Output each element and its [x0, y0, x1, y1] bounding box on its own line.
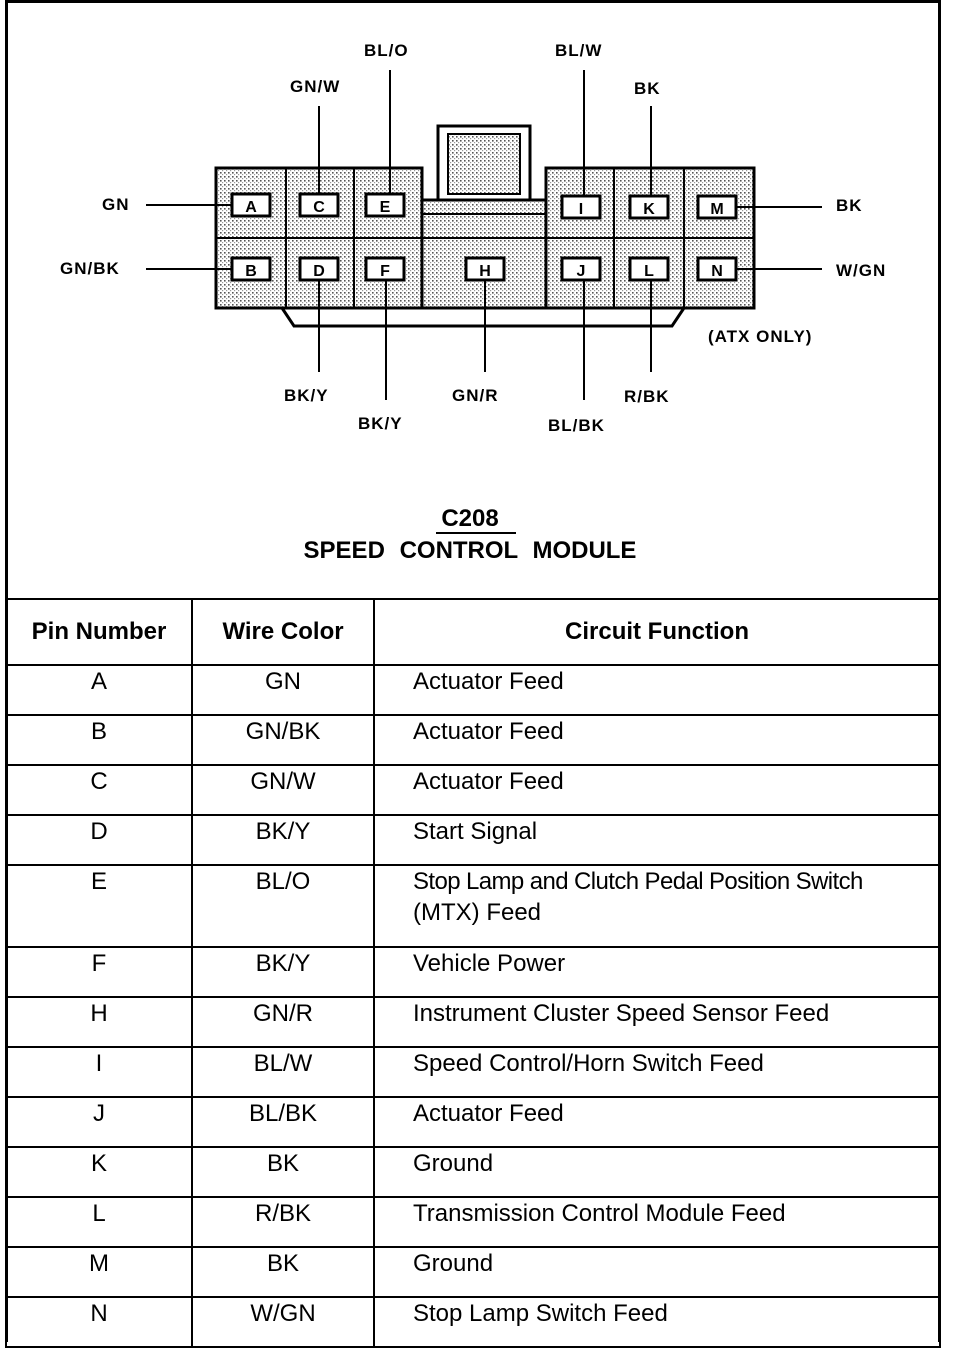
table-row: A GN Actuator Feed — [5, 664, 941, 716]
function-cell: Stop Lamp and Clutch Pedal Position Swit… — [373, 864, 941, 948]
pin-function-table: Pin Number Wire Color Circuit Function A… — [5, 598, 941, 1348]
pin-label-e: E — [380, 199, 391, 216]
pin-label-d: D — [313, 263, 325, 280]
color-cell: BK — [191, 1246, 375, 1298]
pin-cell: H — [5, 996, 193, 1048]
wire-label-b: GN/BK — [60, 259, 120, 278]
table-header-row: Pin Number Wire Color Circuit Function — [5, 598, 941, 666]
table-row: D BK/Y Start Signal — [5, 814, 941, 866]
function-cell: Actuator Feed — [373, 664, 941, 716]
table-row: N W/GN Stop Lamp Switch Feed — [5, 1296, 941, 1348]
header-wire-color: Wire Color — [191, 598, 375, 666]
header-circuit-function: Circuit Function — [373, 598, 941, 666]
wire-label-d: BK/Y — [284, 386, 329, 405]
table-row: M BK Ground — [5, 1246, 941, 1298]
pin-cell: N — [5, 1296, 193, 1348]
function-cell: Transmission Control Module Feed — [373, 1196, 941, 1248]
color-cell: BK/Y — [191, 946, 375, 998]
wire-label-h: GN/R — [452, 386, 499, 405]
pin-cell: D — [5, 814, 193, 866]
wire-label-k: BK — [634, 79, 661, 98]
table-row: I BL/W Speed Control/Horn Switch Feed — [5, 1046, 941, 1098]
pin-label-l: L — [644, 263, 654, 280]
color-cell: BK — [191, 1146, 375, 1198]
color-cell: GN/W — [191, 764, 375, 816]
wire-label-f: BK/Y — [358, 414, 403, 433]
pin-cell: F — [5, 946, 193, 998]
color-cell: W/GN — [191, 1296, 375, 1348]
table-row: C GN/W Actuator Feed — [5, 764, 941, 816]
color-cell: GN/BK — [191, 714, 375, 766]
wire-label-n: W/GN — [836, 261, 886, 280]
function-line-1: Stop Lamp and Clutch Pedal Position Swit… — [413, 868, 863, 895]
pin-label-h: H — [479, 263, 491, 280]
function-cell: Ground — [373, 1246, 941, 1298]
pin-cell: E — [5, 864, 193, 948]
function-cell: Actuator Feed — [373, 1096, 941, 1148]
pin-cell: K — [5, 1146, 193, 1198]
wire-label-i: BL/W — [555, 41, 602, 60]
pin-cell: L — [5, 1196, 193, 1248]
function-cell: Speed Control/Horn Switch Feed — [373, 1046, 941, 1098]
pin-cell: C — [5, 764, 193, 816]
wire-label-j: BL/BK — [548, 416, 605, 435]
pin-cell: B — [5, 714, 193, 766]
color-cell: BL/BK — [191, 1096, 375, 1148]
pin-label-i: I — [579, 201, 583, 218]
wire-label-a: GN — [102, 195, 130, 214]
atx-only-note: (ATX ONLY) — [708, 327, 812, 346]
function-cell: Actuator Feed — [373, 714, 941, 766]
connector-name: SPEED CONTROL MODULE — [304, 537, 637, 564]
function-line-2: (MTX) Feed — [413, 899, 542, 926]
pin-label-c: C — [313, 199, 325, 216]
color-cell: BL/W — [191, 1046, 375, 1098]
table-row: E BL/O Stop Lamp and Clutch Pedal Positi… — [5, 864, 941, 948]
pin-label-j: J — [577, 263, 586, 280]
table-row: J BL/BK Actuator Feed — [5, 1096, 941, 1148]
table-row: H GN/R Instrument Cluster Speed Sensor F… — [5, 996, 941, 1048]
table-row: L R/BK Transmission Control Module Feed — [5, 1196, 941, 1248]
table-row: B GN/BK Actuator Feed — [5, 714, 941, 766]
pin-cell: I — [5, 1046, 193, 1098]
pin-label-n: N — [711, 263, 723, 280]
leader-lines — [146, 70, 822, 400]
pin-cell: M — [5, 1246, 193, 1298]
pin-label-b: B — [245, 263, 257, 280]
function-cell: Vehicle Power — [373, 946, 941, 998]
color-cell: BL/O — [191, 864, 375, 948]
connector-diagram: A B C D E F H I J K L M N GN GN/BK GN/W … — [60, 41, 886, 564]
color-cell: GN — [191, 664, 375, 716]
wire-label-c: GN/W — [290, 77, 340, 96]
function-cell: Actuator Feed — [373, 764, 941, 816]
pin-label-f: F — [380, 263, 390, 280]
pin-label-m: M — [710, 201, 723, 218]
function-cell: Stop Lamp Switch Feed — [373, 1296, 941, 1348]
wire-label-l: R/BK — [624, 387, 670, 406]
color-cell: GN/R — [191, 996, 375, 1048]
pin-label-k: K — [643, 201, 655, 218]
pin-cell: A — [5, 664, 193, 716]
wire-label-e: BL/O — [364, 41, 409, 60]
function-cell: Instrument Cluster Speed Sensor Feed — [373, 996, 941, 1048]
connector-id: C208 — [441, 505, 498, 532]
function-cell: Ground — [373, 1146, 941, 1198]
pin-cell: J — [5, 1096, 193, 1148]
table-row: K BK Ground — [5, 1146, 941, 1198]
header-pin-number: Pin Number — [5, 598, 193, 666]
pin-label-a: A — [245, 199, 257, 216]
color-cell: R/BK — [191, 1196, 375, 1248]
table-row: F BK/Y Vehicle Power — [5, 946, 941, 998]
wire-label-m: BK — [836, 196, 863, 215]
function-cell: Start Signal — [373, 814, 941, 866]
color-cell: BK/Y — [191, 814, 375, 866]
